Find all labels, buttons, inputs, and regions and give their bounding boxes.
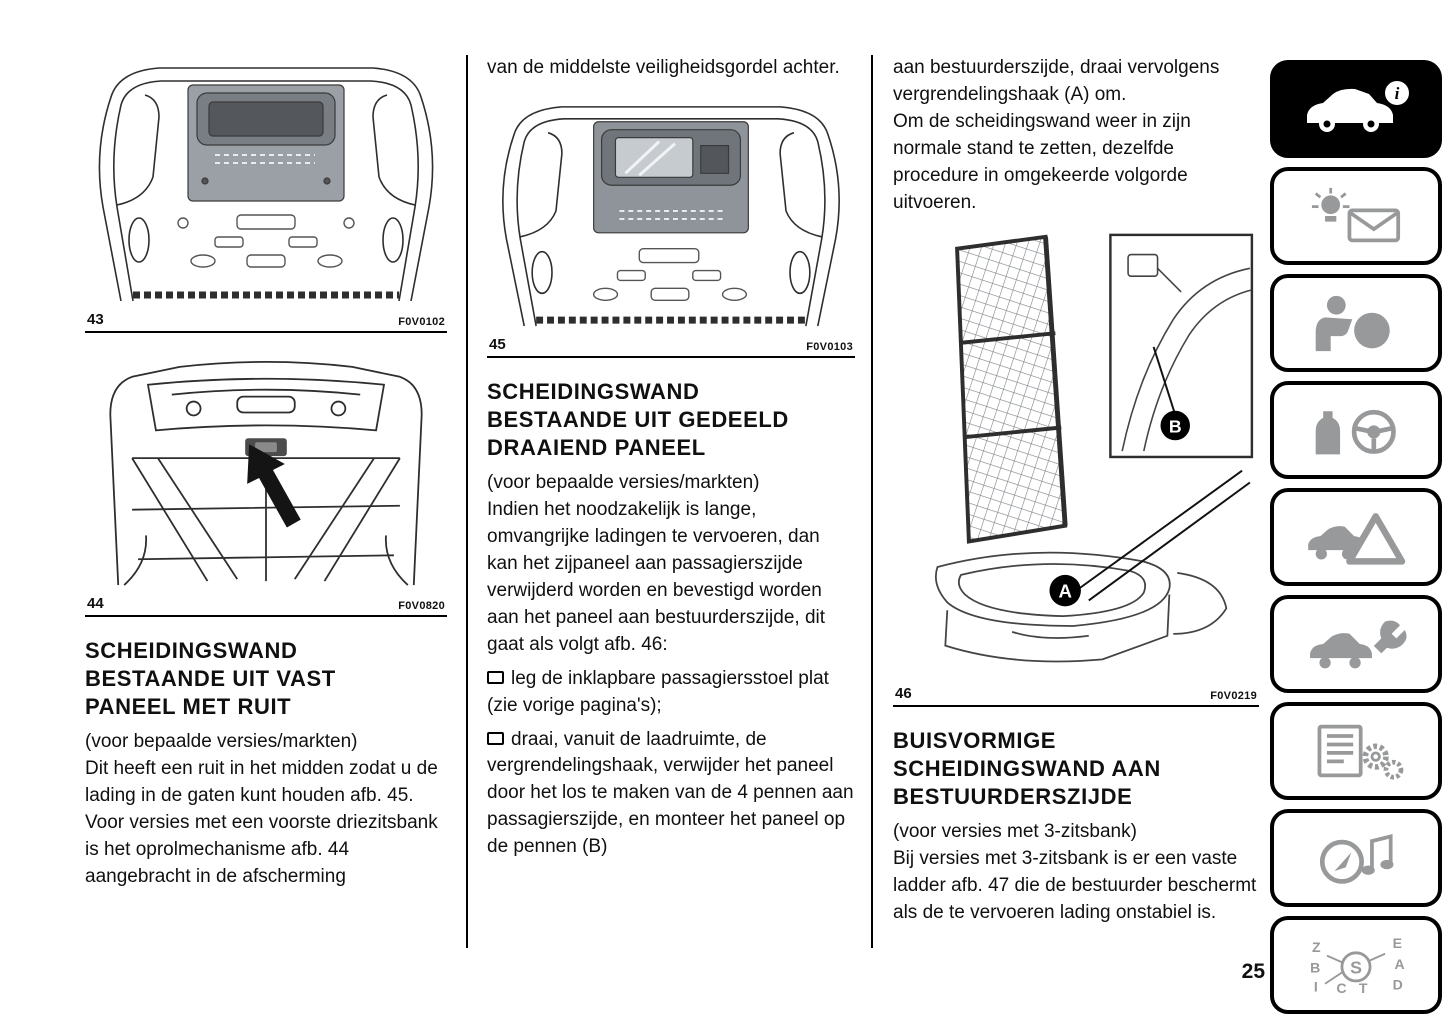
tab-dashboard-lights[interactable] <box>1270 167 1442 265</box>
figure-46-image: A B <box>934 233 1254 663</box>
airbag-safety-icon <box>1315 295 1390 352</box>
paragraph: Dit heeft een ruit in het midden zodat u… <box>85 757 438 806</box>
paragraph: Bij versies met 3-zitsbank is er een vas… <box>893 847 1257 923</box>
section-subheading: (voor versies met 3-zitsbank) <box>893 820 1137 842</box>
section-heading-vast-paneel: SCHEIDINGSWAND BESTAANDE UIT VAST PANEEL… <box>85 638 336 719</box>
figure-43-caption: 43 F0V0102 <box>85 307 447 331</box>
figure-number: 44 <box>87 595 104 612</box>
column-divider <box>871 55 873 948</box>
alphabetical-index-icon: Z E B A I C T D S <box>1310 935 1405 995</box>
figure-44: 44 F0V0820 <box>85 351 447 617</box>
tab-emergency[interactable] <box>1270 488 1442 586</box>
car-wrench-icon <box>1310 620 1407 669</box>
figure-code: F0V0102 <box>398 316 445 328</box>
svg-text:E: E <box>1393 935 1402 951</box>
page-number: 25 <box>1241 960 1265 983</box>
tab-vehicle-info[interactable]: i <box>1270 60 1442 158</box>
figure-45-image <box>502 106 840 327</box>
tab-technical-data[interactable] <box>1270 702 1442 800</box>
column-middle: van de middelste veiligheidsgordel achte… <box>487 55 855 861</box>
svg-text:S: S <box>1350 957 1362 977</box>
svg-text:i: i <box>1395 84 1400 103</box>
callout-b-label: B <box>1169 416 1182 436</box>
callout-b-circle <box>1160 410 1190 441</box>
car-info-icon: i <box>1307 81 1409 132</box>
svg-text:T: T <box>1359 980 1368 995</box>
svg-text:I: I <box>1314 978 1318 994</box>
steering-wheel-icon <box>1315 409 1396 455</box>
figure-46-caption: 46 F0V0219 <box>893 681 1259 705</box>
section-subheading: (voor bepaalde versies/markten) <box>487 471 760 493</box>
figure-rule <box>85 615 447 617</box>
list-item: draai, vanuit de laadruimte, de vergrend… <box>487 727 855 862</box>
svg-text:Z: Z <box>1312 939 1321 955</box>
section-heading-draaiend-paneel: SCHEIDINGSWAND BESTAANDE UIT GEDEELD DRA… <box>487 378 789 460</box>
specifications-gears-icon <box>1317 724 1404 780</box>
figure-46: A B 46 F0V0219 <box>893 229 1259 707</box>
column-left: 43 F0V0102 <box>85 55 447 891</box>
callout-a-label: A <box>1058 580 1071 601</box>
figure-rule <box>893 704 1259 707</box>
figure-number: 45 <box>489 335 506 353</box>
figure-code: F0V0219 <box>1210 689 1257 702</box>
tab-safety[interactable] <box>1270 274 1442 372</box>
figure-code: F0V0103 <box>806 340 853 353</box>
tab-service-maintenance[interactable] <box>1270 595 1442 693</box>
figure-45-caption: 45 F0V0103 <box>487 332 855 356</box>
pointer-arrow-icon <box>247 444 301 528</box>
figure-rule <box>487 355 855 358</box>
svg-text:D: D <box>1393 976 1403 992</box>
figure-43: 43 F0V0102 <box>85 55 447 333</box>
figure-number: 46 <box>895 684 912 702</box>
tab-starting-driving[interactable] <box>1270 381 1442 479</box>
list-item: leg de inklapbare passagiersstoel plat (… <box>487 666 855 720</box>
figure-44-caption: 44 F0V0820 <box>85 591 447 615</box>
figure-code: F0V0820 <box>398 600 445 612</box>
figure-rule <box>85 331 447 333</box>
callout-a-circle <box>1049 574 1081 607</box>
svg-text:C: C <box>1336 980 1346 995</box>
figure-45: 45 F0V0103 <box>487 94 855 358</box>
navigation-music-icon <box>1319 834 1394 884</box>
figure-44-image <box>109 361 423 586</box>
paragraph: Voor versies met een voorste driezitsban… <box>85 811 438 887</box>
figure-number: 43 <box>87 311 104 328</box>
list-item-text: leg de inklapbare passagiersstoel plat (… <box>487 667 829 716</box>
dashboard-lights-icon <box>1311 187 1401 243</box>
paragraph-continuation: van de middelste veiligheidsgordel achte… <box>487 57 840 78</box>
paragraph: Indien het noodzakelijk is lange, omvang… <box>487 498 826 655</box>
column-right: aan bestuurderszijde, draai vervolgens v… <box>893 55 1259 927</box>
bullet-square-icon <box>487 731 504 745</box>
section-heading-buisvormige: BUISVORMIGE SCHEIDINGSWAND AAN BESTUURDE… <box>893 727 1161 809</box>
section-tab-sidebar: i <box>1270 60 1442 1019</box>
warning-triangle-car-icon <box>1308 513 1406 565</box>
svg-text:B: B <box>1310 960 1320 976</box>
paragraph-continuation: aan bestuurderszijde, draai vervolgens v… <box>893 57 1220 105</box>
svg-text:A: A <box>1394 956 1404 972</box>
tab-multimedia[interactable] <box>1270 809 1442 907</box>
paragraph: Om de scheidingswand weer in zijn normal… <box>893 110 1191 213</box>
bullet-list: leg de inklapbare passagiersstoel plat (… <box>487 666 855 862</box>
bullet-square-icon <box>487 670 504 684</box>
section-subheading: (voor bepaalde versies/markten) <box>85 730 358 752</box>
figure-43-image <box>98 67 434 302</box>
list-item-text: draai, vanuit de laadruimte, de vergrend… <box>487 728 854 858</box>
tab-index[interactable]: Z E B A I C T D S <box>1270 916 1442 1014</box>
column-divider <box>466 55 468 948</box>
